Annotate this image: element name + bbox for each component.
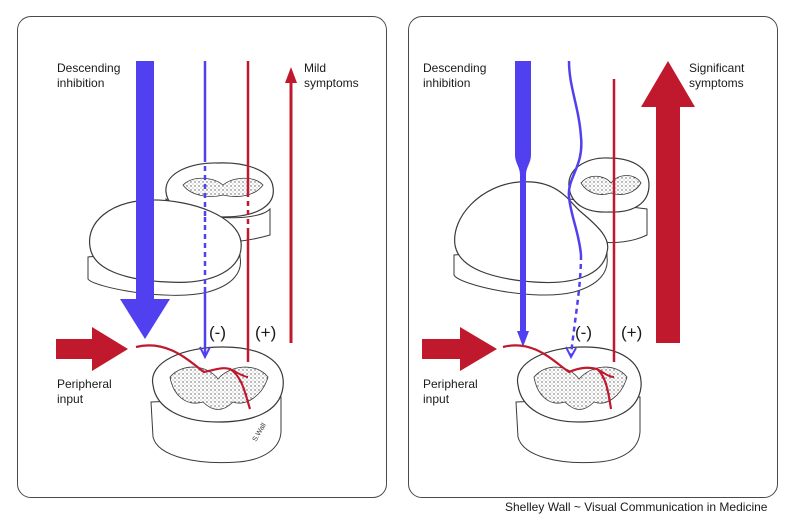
descending-inhibition-label: Descending inhibition xyxy=(423,61,487,90)
lower-spinal-segment xyxy=(515,346,642,464)
descending-inhibition-arrow xyxy=(515,61,531,347)
plus-sign: (+) xyxy=(621,323,643,342)
peripheral-fiber xyxy=(135,344,252,410)
plus-sign: (+) xyxy=(255,323,277,342)
credit-text: Shelley Wall ~ Visual Communication in M… xyxy=(505,500,768,514)
left-diagram: S.Wall xyxy=(56,61,297,464)
mild-symptoms-arrow xyxy=(285,67,297,343)
significant-symptoms-arrow xyxy=(641,61,695,343)
peripheral-input-arrow xyxy=(422,327,497,371)
peripheral-input-label: Peripheral input xyxy=(57,377,112,406)
peripheral-input-arrow xyxy=(56,327,128,371)
right-diagram xyxy=(422,60,695,464)
peripheral-input-label: Peripheral input xyxy=(423,377,478,406)
brain-blob xyxy=(87,199,242,296)
right-panel: Descending inhibition Significant sympto… xyxy=(408,16,778,498)
minus-sign: (-) xyxy=(575,323,592,342)
significant-symptoms-label: Significant symptoms xyxy=(689,61,745,90)
mild-symptoms-label: Mild symptoms xyxy=(304,61,359,90)
inhibitory-pathway xyxy=(199,61,211,360)
peripheral-fiber xyxy=(502,344,613,410)
descending-inhibition-label: Descending inhibition xyxy=(57,61,121,90)
minus-sign: (-) xyxy=(209,323,226,342)
left-panel: S.Wall Descending inhibition M xyxy=(17,16,387,498)
lower-spinal-segment: S.Wall xyxy=(150,346,284,464)
descending-inhibition-arrow xyxy=(120,61,170,339)
inhibitory-pathway xyxy=(565,60,583,360)
